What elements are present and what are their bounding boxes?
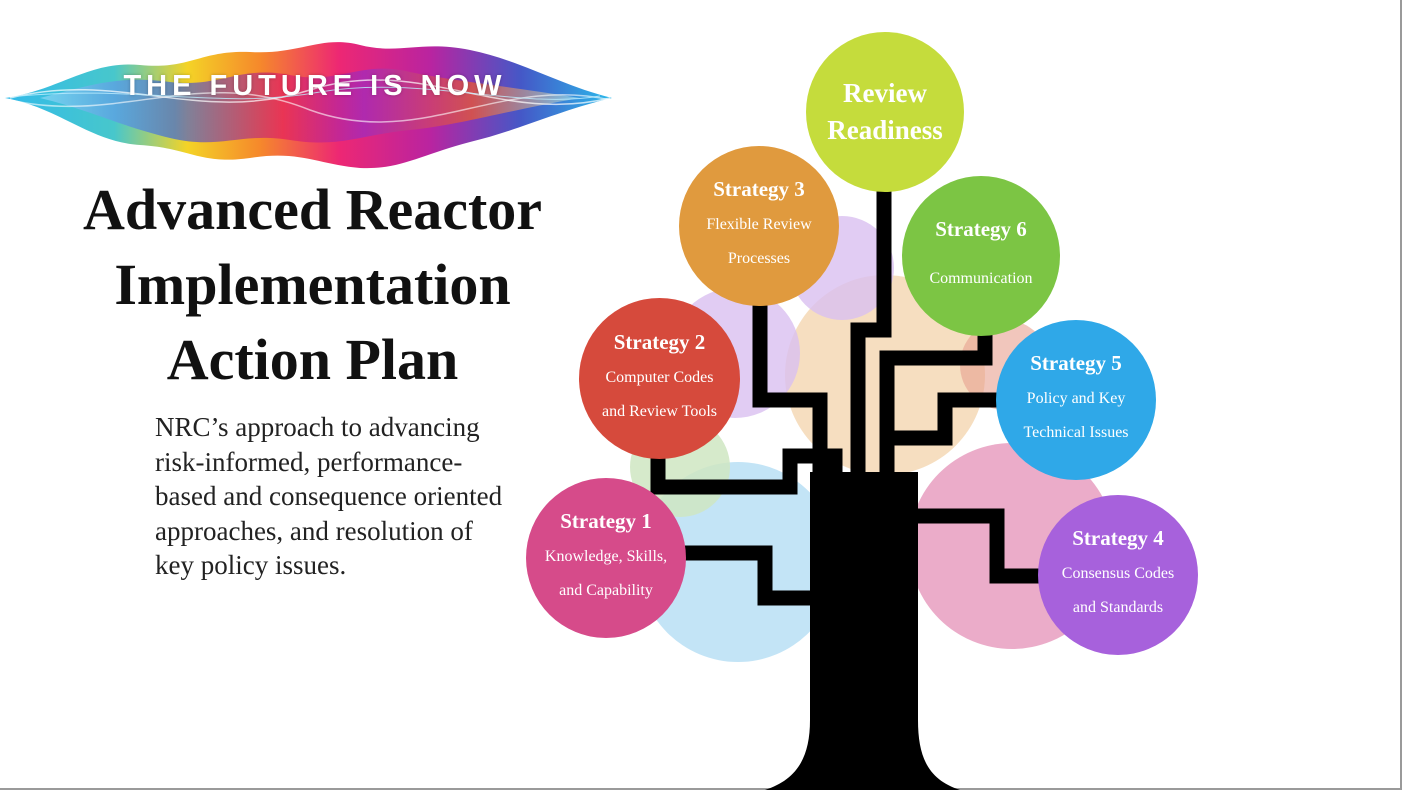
strategy-4-line-2: and Standards [1072, 599, 1164, 616]
strategy-5-line-1: Policy and Key [1026, 390, 1126, 407]
title-line-2: Implementation [114, 252, 511, 317]
strategy-4-node: Strategy 4 Consensus Codes and Standards [1038, 495, 1198, 655]
strategy-2-node: Strategy 2 Computer Codes and Review Too… [579, 298, 740, 459]
strategy-1-node: Strategy 1 Knowledge, Skills, and Capabi… [526, 478, 686, 638]
description-text: NRC’s approach to advancing risk-informe… [155, 412, 503, 580]
strategy-3-line-1: Flexible Review [706, 216, 812, 233]
strategy-6-title: Strategy 6 [935, 217, 1027, 241]
strategy-1-title: Strategy 1 [560, 509, 652, 533]
strategy-1-line-2: and Capability [559, 582, 653, 599]
strategy-5-node: Strategy 5 Policy and Key Technical Issu… [996, 320, 1156, 480]
page-title: Advanced Reactor Implementation Action P… [40, 172, 585, 397]
tree-branches [650, 190, 1045, 606]
banner-text: THE FUTURE IS NOW [123, 70, 507, 102]
title-line-3: Action Plan [166, 327, 459, 392]
review-readiness-node: Review Readiness [806, 32, 964, 192]
strategy-2-line-2: and Review Tools [601, 402, 717, 420]
future-banner-graphic [5, 42, 612, 169]
review-readiness-line-2: Readiness [827, 115, 943, 145]
strategy-5-title: Strategy 5 [1030, 351, 1122, 375]
strategy-2-title: Strategy 2 [613, 329, 706, 354]
title-line-1: Advanced Reactor [82, 177, 543, 242]
tree-trunk [765, 472, 960, 790]
strategy-6-node: Strategy 6 Communication [902, 176, 1060, 336]
strategy-3-node: Strategy 3 Flexible Review Processes [679, 146, 839, 306]
strategy-3-line-2: Processes [727, 250, 791, 267]
strategy-4-title: Strategy 4 [1072, 526, 1164, 550]
strategy-5-line-2: Technical Issues [1023, 424, 1129, 441]
strategy-2-line-1: Computer Codes [605, 368, 714, 386]
strategy-1-line-1: Knowledge, Skills, [544, 548, 668, 565]
strategy-3-title: Strategy 3 [713, 177, 805, 201]
review-readiness-line-1: Review [843, 78, 927, 108]
strategy-6-line-1: Communication [929, 270, 1033, 287]
strategy-4-line-1: Consensus Codes [1061, 565, 1175, 582]
